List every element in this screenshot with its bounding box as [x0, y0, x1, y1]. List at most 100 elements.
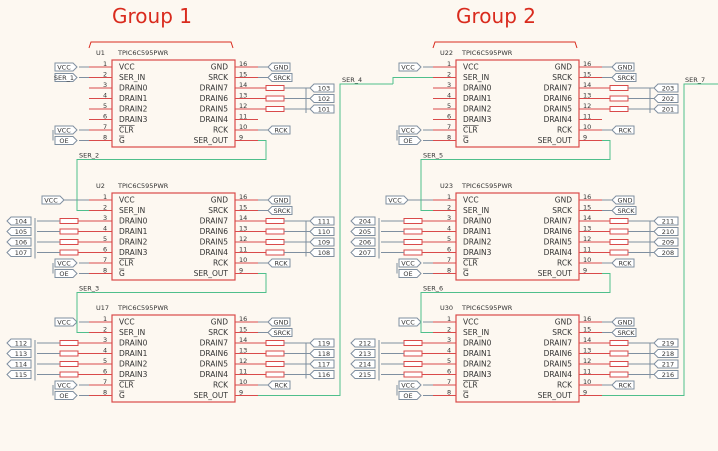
pin-number: 2 — [103, 326, 107, 334]
led-resistor — [59, 350, 79, 357]
pin-name: GND — [211, 63, 228, 72]
pin-name: DRAIN7 — [200, 217, 229, 226]
pin-number: 7 — [103, 378, 107, 386]
net-flag-label: SRCK — [273, 329, 291, 337]
led-resistor — [609, 350, 629, 357]
led-resistor — [265, 249, 285, 256]
pin-name: SER_OUT — [194, 136, 229, 145]
net-flag — [398, 380, 422, 390]
pin-number: 11 — [583, 368, 591, 376]
chip-part: TPIC6C595PWR — [117, 304, 169, 312]
pin-name: CLR — [463, 381, 478, 390]
pin-number: 10 — [239, 123, 247, 131]
led-resistor — [59, 249, 79, 256]
pin-name: G — [463, 136, 469, 145]
pin-name: DRAIN5 — [200, 105, 229, 114]
chip-part: TPIC6C595PWR — [117, 49, 169, 57]
net-flag — [653, 83, 679, 93]
pin-number: 16 — [239, 315, 247, 323]
net-flag — [653, 104, 679, 114]
pin-name: SER_IN — [463, 328, 489, 337]
pin-number: 8 — [103, 267, 107, 275]
net-flag-label: 107 — [15, 249, 27, 257]
pin-name: DRAIN0 — [463, 217, 492, 226]
pin-name: VCC — [463, 196, 479, 205]
net-flag — [611, 125, 635, 135]
pin-number: 14 — [583, 214, 591, 222]
pin-name: G — [463, 391, 469, 400]
pin-name: GND — [211, 318, 228, 327]
pin-name: RCK — [557, 126, 573, 135]
led-resistor — [265, 218, 285, 224]
net-flag-label: OE — [403, 270, 412, 278]
net-flag — [350, 216, 376, 226]
net-flag-label: 117 — [318, 361, 330, 369]
net-flag-label: OE — [59, 137, 68, 145]
net-flag — [653, 370, 679, 379]
pin-number: 13 — [583, 347, 591, 355]
net-flag — [398, 125, 422, 135]
net-flag-label: VCC — [401, 319, 415, 327]
led-resistor — [609, 85, 629, 91]
led-resistor — [265, 350, 285, 357]
pin-name: DRAIN6 — [200, 349, 229, 358]
pin-number: 14 — [583, 81, 591, 89]
led-resistor — [265, 85, 285, 91]
pin-number: 2 — [103, 71, 107, 79]
net-label: SER_5 — [423, 152, 443, 160]
net-label: SER_6 — [423, 285, 443, 293]
serial-wire-ser7 — [602, 83, 718, 396]
pin-name: RCK — [557, 259, 573, 268]
chip-body — [455, 192, 580, 281]
net-flag — [653, 94, 679, 103]
led-resistor — [59, 361, 79, 367]
led-resistor — [403, 239, 423, 245]
pin-name: RCK — [557, 381, 573, 390]
net-flag — [653, 227, 679, 236]
net-flag — [398, 62, 422, 72]
led-resistor — [59, 340, 79, 346]
pin-name: DRAIN7 — [200, 339, 229, 348]
net-flag — [267, 125, 291, 135]
net-flag — [611, 380, 635, 390]
led-resistor — [59, 228, 79, 235]
pin-number: 9 — [583, 134, 587, 142]
pin-number: 15 — [583, 71, 591, 79]
pin-number: 6 — [447, 368, 451, 376]
net-flag — [54, 269, 78, 278]
pin-number: 5 — [447, 357, 451, 365]
net-flag — [6, 359, 32, 369]
led-resistor — [59, 371, 79, 378]
led-resistor — [403, 371, 423, 378]
net-flag — [267, 73, 293, 82]
pin-number: 4 — [103, 225, 107, 233]
pin-name: DRAIN5 — [200, 238, 229, 247]
group-2-title: Group 2 — [456, 4, 536, 28]
net-flag — [267, 380, 291, 390]
pin-name: DRAIN4 — [200, 115, 229, 124]
pin-number: 2 — [103, 204, 107, 212]
net-flag-label: 109 — [318, 239, 330, 247]
pin-number: 3 — [103, 81, 107, 89]
pin-name: DRAIN0 — [119, 217, 148, 226]
pin-number: 10 — [583, 378, 591, 386]
pin-name: DRAIN0 — [119, 84, 148, 93]
net-flag — [350, 370, 376, 379]
net-flag-label: RCK — [275, 382, 289, 390]
pin-number: 1 — [103, 315, 107, 323]
group-1-title: Group 1 — [112, 4, 192, 28]
net-flag — [398, 391, 422, 400]
net-flag-label: 215 — [359, 371, 371, 379]
serial-wire — [420, 140, 611, 211]
pin-number: 12 — [239, 102, 247, 110]
pin-number: 3 — [447, 336, 451, 344]
pin-name: DRAIN7 — [200, 84, 229, 93]
net-flag-label: 203 — [662, 85, 674, 93]
pin-number: 10 — [583, 123, 591, 131]
pin-name: DRAIN1 — [463, 94, 492, 103]
pin-number: 5 — [103, 357, 107, 365]
pin-name: DRAIN7 — [544, 84, 573, 93]
pin-name: DRAIN0 — [463, 84, 492, 93]
net-flag-label: 206 — [359, 239, 371, 247]
